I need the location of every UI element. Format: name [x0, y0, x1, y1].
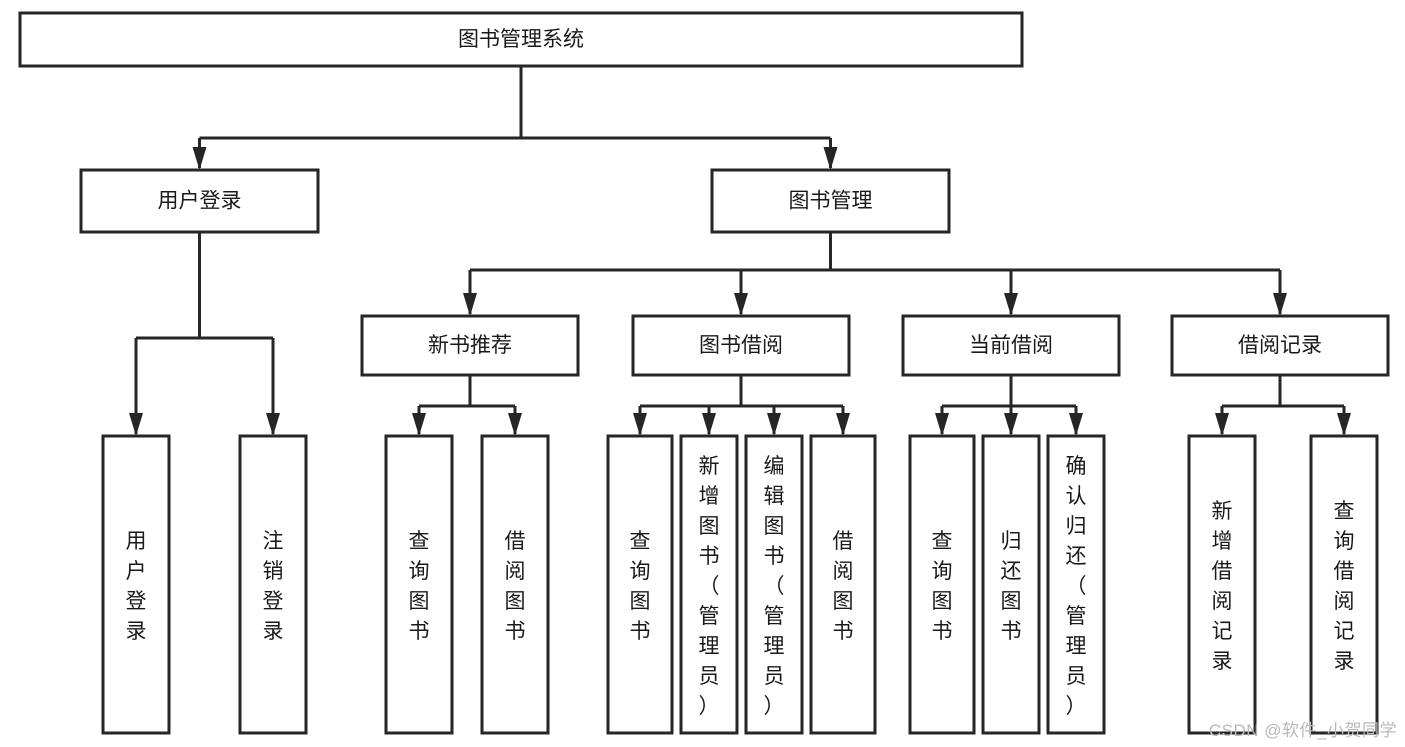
node-label: 图书管理系统: [458, 28, 584, 51]
node-box: [606, 434, 674, 735]
arrow-head-icon: [1069, 413, 1083, 436]
node-book-borrow[interactable]: 图书借阅: [631, 314, 851, 377]
arrow-head-icon: [412, 413, 426, 436]
node-label: 新增借阅记录: [1212, 500, 1233, 673]
node-label: 图书借阅: [699, 334, 783, 357]
node-query-book-2[interactable]: 查询图书: [606, 434, 674, 735]
node-label: 查询图书: [409, 530, 430, 643]
arrow-head-icon: [192, 147, 207, 170]
node-box: [908, 434, 976, 735]
node-box: [238, 434, 308, 735]
node-root[interactable]: 图书管理系统: [18, 11, 1024, 68]
arrow-head-icon: [1273, 293, 1287, 316]
arrow-head-icon: [734, 293, 748, 316]
node-label: 借阅图书: [833, 530, 854, 643]
arrow-head-icon: [1215, 413, 1229, 436]
node-box: [1187, 434, 1257, 735]
node-box: [744, 434, 804, 735]
node-label: 用户登录: [126, 530, 147, 643]
node-box: [79, 168, 320, 234]
arrow-head-icon: [823, 147, 838, 170]
node-label: 查询图书: [630, 530, 651, 643]
node-box: [981, 434, 1041, 735]
node-box: [1309, 434, 1379, 735]
node-label: 新书推荐: [428, 334, 512, 357]
arrow-head-icon: [836, 413, 850, 436]
node-box: [631, 314, 851, 377]
node-add-book-admin[interactable]: 新增图书（管理员）: [679, 434, 739, 735]
arrow-head-icon: [1004, 413, 1018, 436]
arrow-head-icon: [935, 413, 949, 436]
node-label: 查询借阅记录: [1334, 500, 1355, 673]
node-edit-book-admin[interactable]: 编辑图书（管理员）: [744, 434, 804, 735]
arrow-head-icon: [129, 413, 143, 436]
node-add-borrow-record[interactable]: 新增借阅记录: [1187, 434, 1257, 735]
node-book-manage[interactable]: 图书管理: [710, 168, 951, 234]
node-borrow-book-2[interactable]: 借阅图书: [809, 434, 877, 735]
arrow-head-icon: [463, 293, 477, 316]
node-box: [384, 434, 454, 735]
node-layer: 图书管理系统用户登录用户登录注销登录图书管理新书推荐查询图书借阅图书图书借阅查询…: [18, 11, 1390, 735]
node-label: 借阅记录: [1238, 334, 1322, 357]
node-box: [901, 314, 1121, 377]
node-user-login[interactable]: 用户登录: [79, 168, 320, 234]
arrow-head-icon: [702, 413, 716, 436]
node-box: [480, 434, 550, 735]
node-current-borrow[interactable]: 当前借阅: [901, 314, 1121, 377]
node-box: [1046, 434, 1106, 735]
node-box: [809, 434, 877, 735]
node-label: 当前借阅: [969, 334, 1053, 357]
node-return-book[interactable]: 归还图书: [981, 434, 1041, 735]
node-box: [101, 434, 171, 735]
node-label: 图书管理: [789, 190, 873, 213]
node-query-borrow-record[interactable]: 查询借阅记录: [1309, 434, 1379, 735]
arrow-head-icon: [633, 413, 647, 436]
node-box: [679, 434, 739, 735]
node-box: [710, 168, 951, 234]
connector-layer: [129, 66, 1351, 436]
node-label: 用户登录: [158, 190, 242, 213]
node-query-book-3[interactable]: 查询图书: [908, 434, 976, 735]
node-box: [1170, 314, 1390, 377]
arrow-head-icon: [1004, 293, 1018, 316]
node-label: 归还图书: [1001, 530, 1022, 643]
node-label: 确认归还（管理员）: [1066, 455, 1087, 718]
node-label: 新增图书（管理员）: [699, 455, 720, 718]
node-user-logout[interactable]: 注销登录: [238, 434, 308, 735]
arrow-head-icon: [266, 413, 280, 436]
node-borrow-book-1[interactable]: 借阅图书: [480, 434, 550, 735]
node-label: 注销登录: [263, 530, 284, 643]
node-user-login-do[interactable]: 用户登录: [101, 434, 171, 735]
arrow-head-icon: [767, 413, 781, 436]
node-query-book-1[interactable]: 查询图书: [384, 434, 454, 735]
csdn-watermark: CSDN @软件_小贺同学: [1208, 721, 1397, 740]
node-confirm-return-admin[interactable]: 确认归还（管理员）: [1046, 434, 1106, 735]
node-box: [18, 11, 1024, 68]
node-new-book-recommend[interactable]: 新书推荐: [360, 314, 580, 377]
arrow-head-icon: [508, 413, 522, 436]
node-borrow-record[interactable]: 借阅记录: [1170, 314, 1390, 377]
node-label: 查询图书: [932, 530, 953, 643]
node-label: 编辑图书（管理员）: [764, 455, 785, 718]
node-label: 借阅图书: [505, 530, 526, 643]
node-box: [360, 314, 580, 377]
arrow-head-icon: [1337, 413, 1351, 436]
